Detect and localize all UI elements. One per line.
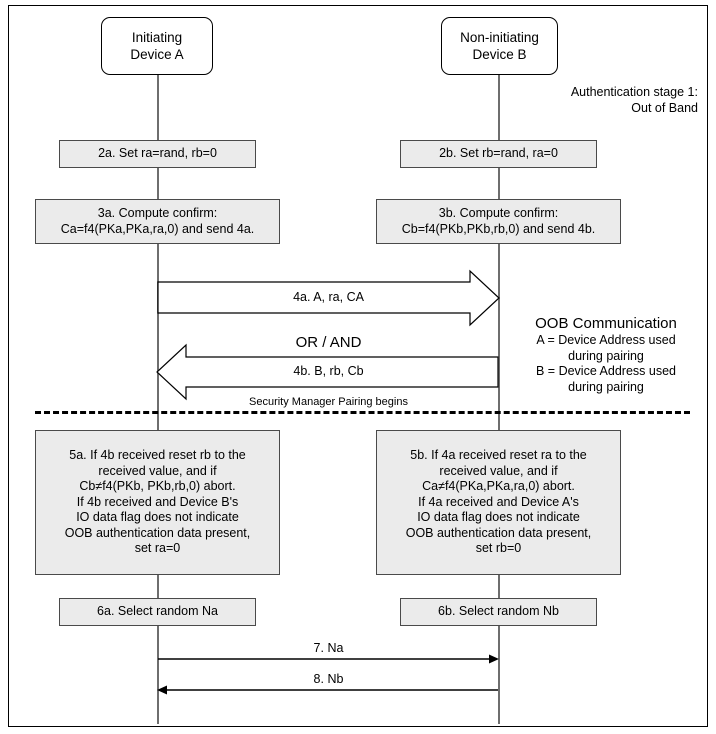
step-6a-box: 6a. Select random Na — [59, 598, 256, 626]
step-5b-box: 5b. If 4a received reset ra to the recei… — [376, 430, 621, 575]
oob-communication-note: OOB Communication A = Device Address use… — [506, 314, 706, 395]
step-5a-line-4: IO data flag does not indicate — [76, 510, 239, 525]
stage-note-line2: Out of Band — [631, 100, 698, 115]
actor-non-initiating-device-b: Non-initiating Device B — [441, 17, 558, 75]
step-5b-line-3: If 4a received and Device A's — [418, 494, 579, 509]
step-5b-line-5: OOB authentication data present, — [405, 525, 592, 540]
step-5a-line-3: If 4b received and Device B's — [76, 494, 239, 509]
message-7-label: 7. Na — [313, 641, 344, 655]
step-5a-line-1: received value, and if — [98, 463, 217, 478]
security-manager-pairing-divider — [35, 411, 690, 414]
step-6a-text: 6a. Select random Na — [97, 604, 218, 619]
step-3a-line1: 3a. Compute confirm: — [97, 206, 218, 220]
actor-a-line2: Device A — [130, 47, 184, 62]
step-5b-line-2: Ca≠f4(PKa,PKa,ra,0) abort. — [422, 479, 575, 494]
step-6b-text: 6b. Select random Nb — [438, 604, 559, 619]
message-4b-label: 4b. B, rb, Cb — [293, 364, 364, 378]
step-6b-box: 6b. Select random Nb — [400, 598, 597, 626]
actor-initiating-device-a: Initiating Device A — [101, 17, 213, 75]
lifeline-device-b — [498, 74, 500, 724]
message-or-and-label: OR / AND — [295, 334, 362, 351]
step-5b-line-1: received value, and if — [439, 463, 558, 478]
oob-note-line-0: A = Device Address used — [536, 333, 676, 347]
step-3b-line1: 3b. Compute confirm: — [438, 206, 559, 220]
step-3a-line2: Ca=f4(PKa,PKa,ra,0) and send 4a. — [60, 221, 255, 236]
step-2b-text: 2b. Set rb=rand, ra=0 — [439, 146, 558, 161]
step-5b-line-4: IO data flag does not indicate — [417, 510, 580, 525]
authentication-stage-note: Authentication stage 1: Out of Band — [470, 85, 698, 116]
step-5a-box: 5a. If 4b received reset rb to the recei… — [35, 430, 280, 575]
message-4a-label: 4a. A, ra, CA — [293, 290, 364, 304]
security-manager-pairing-label: Security Manager Pairing begins — [249, 396, 408, 408]
oob-note-line-2: B = Device Address used — [535, 364, 676, 378]
stage-note-line1: Authentication stage 1: — [570, 85, 698, 99]
actor-b-line1: Non-initiating — [460, 30, 539, 45]
step-3b-box: 3b. Compute confirm: Cb=f4(PKb,PKb,rb,0)… — [376, 199, 621, 244]
step-5b-line-6: set rb=0 — [475, 541, 522, 556]
oob-note-line-3: during pairing — [568, 379, 644, 394]
step-5a-line-2: Cb≠f4(PKb, PKb,rb,0) abort. — [79, 479, 236, 494]
step-2b-box: 2b. Set rb=rand, ra=0 — [400, 140, 597, 168]
actor-b-line2: Device B — [472, 47, 527, 62]
actor-a-line1: Initiating — [131, 30, 183, 45]
step-3b-line2: Cb=f4(PKb,PKb,rb,0) and send 4b. — [401, 221, 596, 236]
step-2a-box: 2a. Set ra=rand, rb=0 — [59, 140, 256, 168]
step-5b-line-0: 5b. If 4a received reset ra to the — [410, 448, 587, 463]
step-2a-text: 2a. Set ra=rand, rb=0 — [98, 146, 217, 161]
oob-note-line-1: during pairing — [568, 348, 644, 363]
step-5a-line-0: 5a. If 4b received reset rb to the — [69, 448, 246, 463]
step-5a-line-5: OOB authentication data present, — [64, 525, 251, 540]
oob-note-title: OOB Communication — [535, 315, 677, 332]
step-5a-line-6: set ra=0 — [134, 541, 181, 556]
step-3a-box: 3a. Compute confirm: Ca=f4(PKa,PKa,ra,0)… — [35, 199, 280, 244]
message-8-label: 8. Nb — [313, 672, 344, 686]
